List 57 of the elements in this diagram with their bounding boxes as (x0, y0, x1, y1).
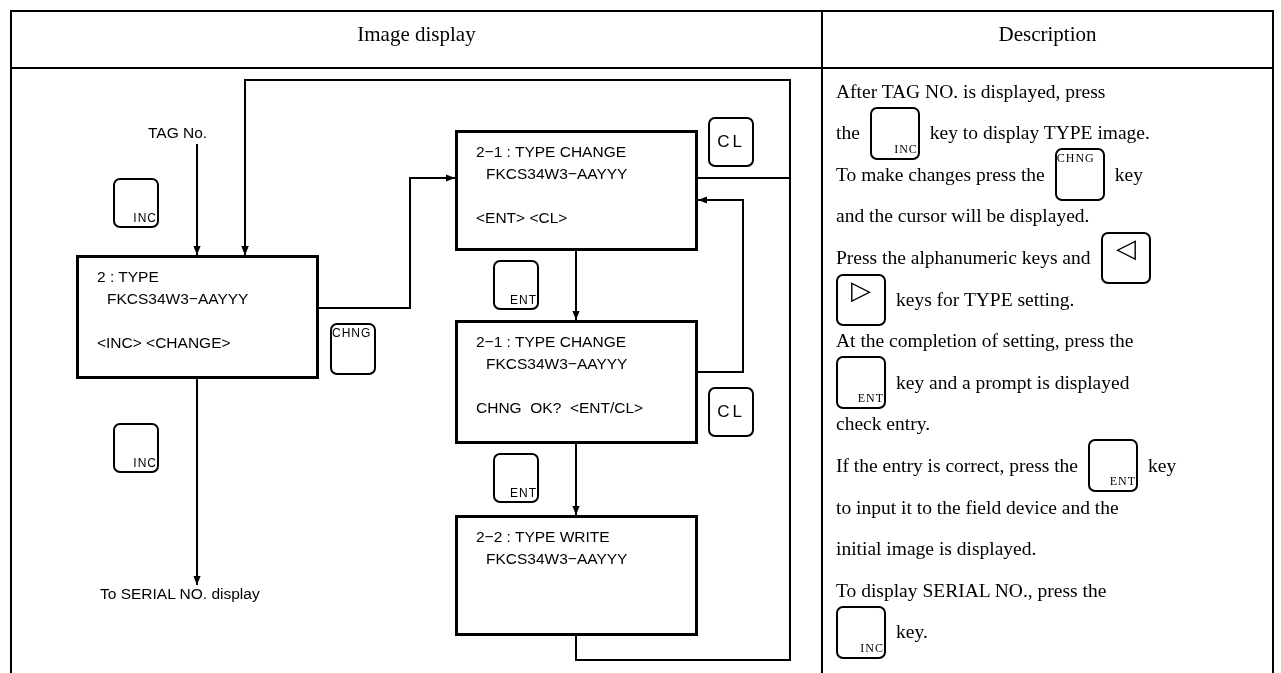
description-text: key. (896, 621, 928, 644)
display-screen-box (455, 320, 698, 444)
display-screen-box (455, 515, 698, 636)
arrow (193, 378, 201, 586)
arrow (241, 79, 791, 661)
flow-label: To SERIAL NO. display (100, 585, 260, 603)
description-text: key (1114, 163, 1143, 186)
key-icon: ◁ (1100, 231, 1151, 284)
key-icon: ENT (836, 356, 886, 410)
key-icon: ENT (493, 260, 539, 310)
description-text: To make changes press the (836, 163, 1045, 186)
description-text: If the entry is correct, press the (836, 454, 1079, 477)
screen-text: 2−1 : TYPE CHANGE (476, 142, 628, 162)
arrow (318, 174, 456, 309)
screen-text: CHNG OK? <ENT/CL> (476, 398, 645, 418)
screen-text: 2 : TYPE (97, 267, 160, 287)
key-icon: INC (113, 423, 159, 473)
screen-text: FKCS34W3−AAYYY (485, 354, 629, 374)
display-screen-box (455, 130, 698, 251)
description-text: to input it to the field device and the (836, 496, 1119, 519)
key-icon: CL (708, 117, 754, 167)
description-text: check entry. (836, 413, 930, 436)
description-text: key to display TYPE image. (929, 122, 1150, 145)
screen-text: FKCS34W3−AAYYY (485, 164, 629, 184)
arrow (193, 143, 201, 256)
arrow (572, 250, 580, 321)
key-icon: CL (708, 387, 754, 437)
screen-text: 2−1 : TYPE CHANGE (476, 332, 628, 352)
screen-text: <INC> <CHANGE> (97, 333, 232, 353)
description-text: key (1148, 454, 1177, 477)
arrow (572, 443, 580, 516)
key-icon: ▷ (836, 273, 886, 326)
description-text: At the completion of setting, press the (836, 330, 1134, 353)
description-text: To display SERIAL NO., press the (836, 579, 1107, 602)
description-text: Press the alphanumeric keys and (836, 246, 1091, 269)
arrow (697, 196, 744, 373)
description-text: After TAG NO. is displayed, press (836, 80, 1106, 103)
screen-text: FKCS34W3−AAYYY (106, 289, 250, 309)
screen-text: FKCS34W3−AAYYY (485, 549, 629, 569)
key-icon: INC (836, 605, 886, 659)
description-text: the (836, 122, 860, 145)
description-text: and the cursor will be displayed. (836, 205, 1090, 228)
key-icon: ENT (1088, 439, 1139, 493)
column-header: Description (997, 22, 1098, 47)
key-icon: INC (113, 178, 159, 228)
description-text: key and a prompt is displayed (896, 371, 1130, 394)
description-text: initial image is displayed. (836, 538, 1037, 561)
screen-text: <ENT> <CL> (476, 208, 569, 228)
description-text: keys for TYPE setting. (896, 288, 1075, 311)
column-header: Image display (356, 22, 477, 47)
key-icon: ENT (493, 453, 539, 503)
flow-label: TAG No. (148, 124, 208, 142)
screen-text: 2−2 : TYPE WRITE (476, 527, 611, 547)
key-icon: INC (869, 106, 920, 160)
key-icon: CHNG (330, 323, 376, 375)
key-icon: CHNG (1054, 148, 1105, 202)
display-screen-box (76, 255, 319, 379)
